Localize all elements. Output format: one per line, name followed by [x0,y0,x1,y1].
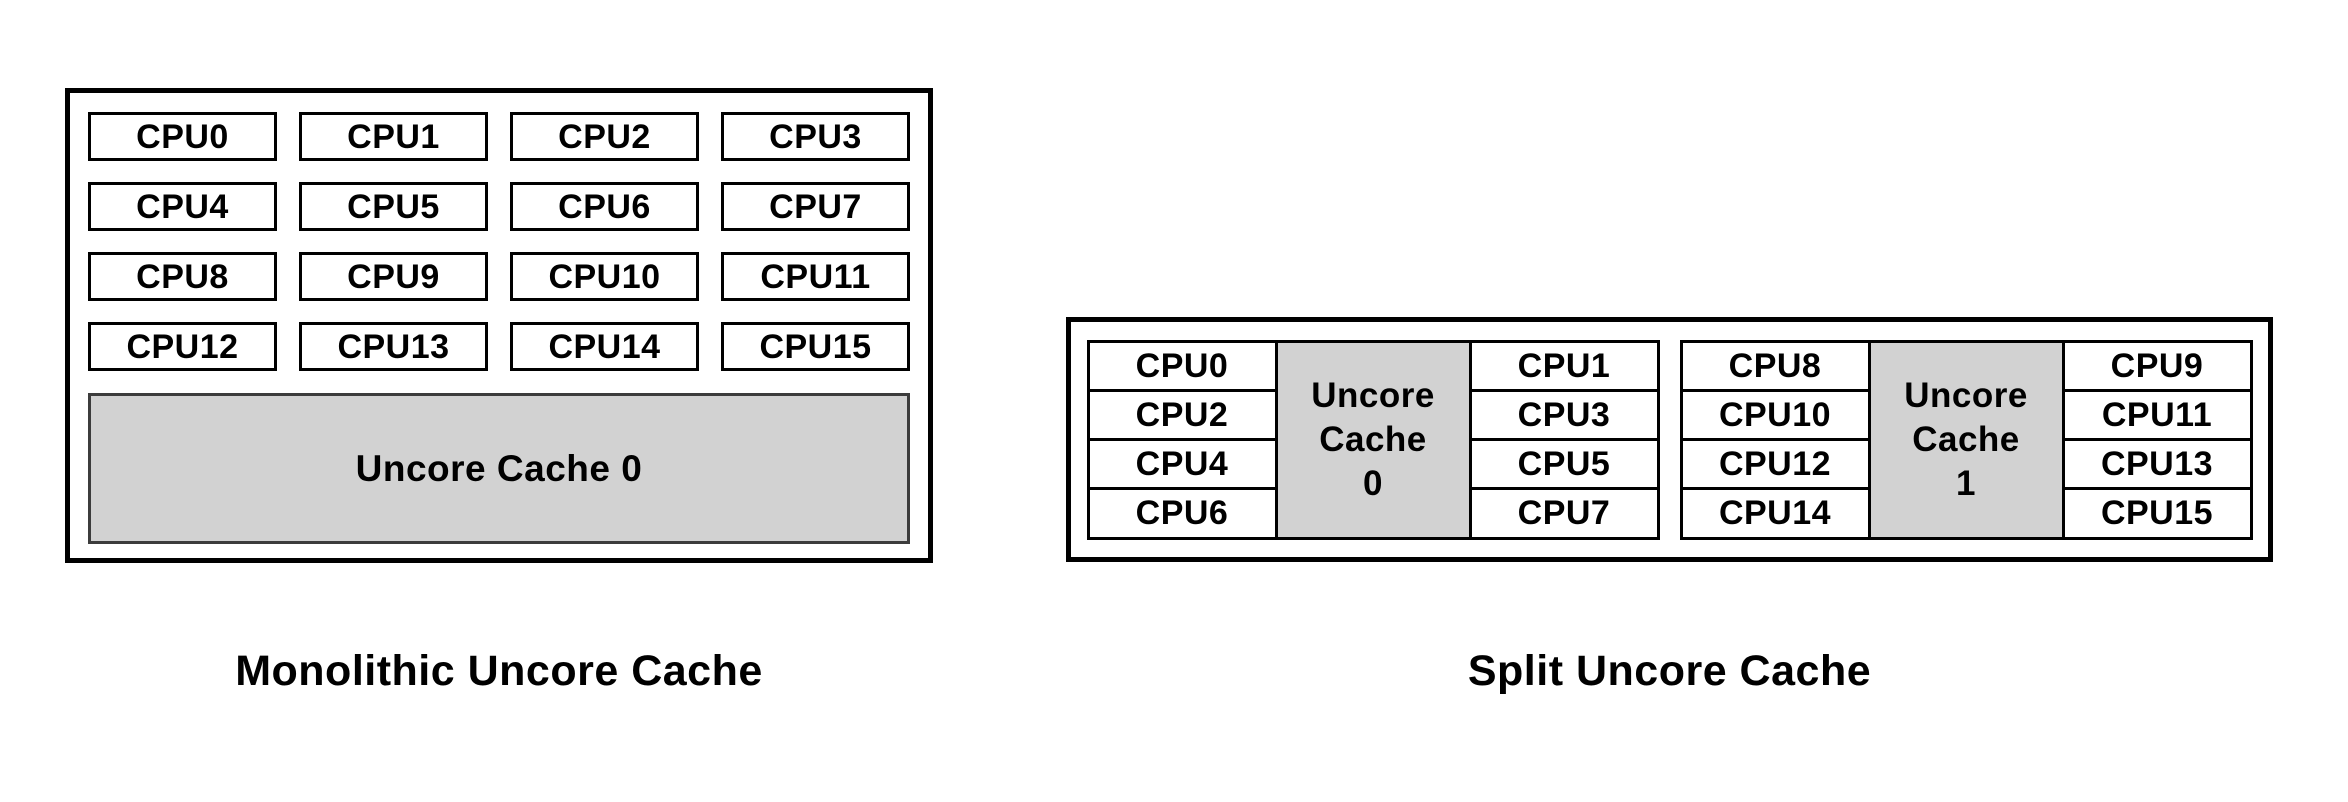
cpu-box: CPU1 [299,112,488,161]
cpu-stack-even: CPU8 CPU10 CPU12 CPU14 [1679,339,1871,540]
cpu-stack-odd: CPU9 CPU11 CPU13 CPU15 [2061,339,2253,540]
uncore-cache-0-box: Uncore Cache 0 [88,393,910,544]
cpu-box: CPU11 [2061,391,2253,441]
split-group-0: CPU0 CPU2 CPU4 CPU6 Uncore Cache 0 CPU1 … [1086,339,1660,540]
uncore-cache-label-line: 1 [1956,463,1976,503]
uncore-cache-0-box: Uncore Cache 0 [1277,339,1469,540]
cpu-box: CPU7 [721,182,910,231]
cpu-stack-even: CPU0 CPU2 CPU4 CPU6 [1086,339,1278,540]
cpu-box: CPU14 [510,322,699,371]
cpu-box: CPU10 [510,252,699,301]
cpu-box: CPU1 [1468,339,1660,392]
cpu-box: CPU14 [1679,490,1871,540]
uncore-cache-label-line: Uncore [1311,375,1435,415]
split-group-1: CPU8 CPU10 CPU12 CPU14 Uncore Cache 1 CP… [1679,339,2253,540]
cpu-box: CPU12 [1679,441,1871,491]
cpu-box: CPU5 [299,182,488,231]
uncore-cache-label-line: Cache [1912,419,2020,459]
cpu-box: CPU15 [721,322,910,371]
cpu-box: CPU3 [1468,391,1660,441]
cpu-box: CPU0 [88,112,277,161]
cpu-box: CPU13 [2061,441,2253,491]
split-diagram: CPU0 CPU2 CPU4 CPU6 Uncore Cache 0 CPU1 … [1066,317,2273,562]
split-caption: Split Uncore Cache [1467,647,1872,695]
uncore-cache-1-box: Uncore Cache 1 [1870,339,2062,540]
cpu-box: CPU3 [721,112,910,161]
cpu-box: CPU6 [1086,490,1278,540]
cpu-box: CPU4 [1086,441,1278,491]
monolithic-caption: Monolithic Uncore Cache [235,647,763,695]
cpu-box: CPU9 [299,252,488,301]
cpu-box: CPU9 [2061,339,2253,392]
cpu-box: CPU13 [299,322,488,371]
cpu-box: CPU6 [510,182,699,231]
monolithic-diagram: CPU0 CPU1 CPU2 CPU3 CPU4 CPU5 CPU6 CPU7 … [65,88,933,563]
cpu-box: CPU2 [1086,391,1278,441]
cpu-box: CPU8 [1679,339,1871,392]
cpu-box: CPU8 [88,252,277,301]
cpu-box: CPU4 [88,182,277,231]
uncore-cache-label-line: 0 [1363,463,1383,503]
cpu-stack-odd: CPU1 CPU3 CPU5 CPU7 [1468,339,1660,540]
uncore-cache-label-line: Uncore [1904,375,2028,415]
cpu-box: CPU11 [721,252,910,301]
cpu-box: CPU5 [1468,441,1660,491]
cpu-box: CPU10 [1679,391,1871,441]
cpu-box: CPU15 [2061,490,2253,540]
uncore-cache-label-line: Cache [1319,419,1427,459]
cpu-box: CPU0 [1086,339,1278,392]
cpu-box: CPU2 [510,112,699,161]
cpu-grid: CPU0 CPU1 CPU2 CPU3 CPU4 CPU5 CPU6 CPU7 … [88,112,910,371]
cpu-box: CPU7 [1468,490,1660,540]
cpu-box: CPU12 [88,322,277,371]
